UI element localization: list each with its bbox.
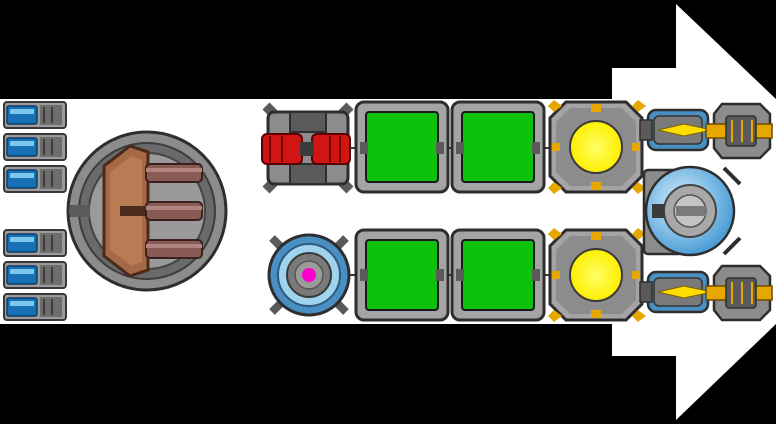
battery-cell[interactable] (3, 133, 67, 161)
red-thruster-block[interactable] (261, 102, 354, 194)
green-storage-crate[interactable] (450, 228, 546, 322)
blue-plasma-gun[interactable] (639, 108, 713, 152)
storage-row-bottom (350, 228, 560, 322)
yellow-reactor-core[interactable] (548, 228, 646, 322)
gold-railgun[interactable] (705, 102, 773, 160)
blue-dome-sensor[interactable] (642, 165, 742, 257)
green-storage-crate[interactable] (354, 100, 450, 194)
storage-row-top (350, 100, 560, 194)
battery-cell[interactable] (3, 165, 67, 193)
yellow-reactor-core[interactable] (548, 100, 646, 194)
green-storage-crate[interactable] (450, 100, 546, 194)
blue-plasma-gun[interactable] (639, 270, 713, 314)
battery-cell[interactable] (3, 229, 67, 257)
battery-cell[interactable] (3, 261, 67, 289)
battery-stack-top (3, 101, 67, 193)
battery-stack-bottom (3, 229, 67, 321)
cannon-barrel (145, 239, 203, 259)
battery-cell[interactable] (3, 293, 67, 321)
gold-railgun[interactable] (705, 264, 773, 322)
cannon-barrel (145, 163, 203, 183)
blue-shield-generator[interactable] (267, 233, 351, 317)
green-storage-crate[interactable] (354, 228, 450, 322)
triple-cannon-turret[interactable] (66, 130, 228, 292)
cannon-barrel (145, 201, 203, 221)
battery-cell[interactable] (3, 101, 67, 129)
